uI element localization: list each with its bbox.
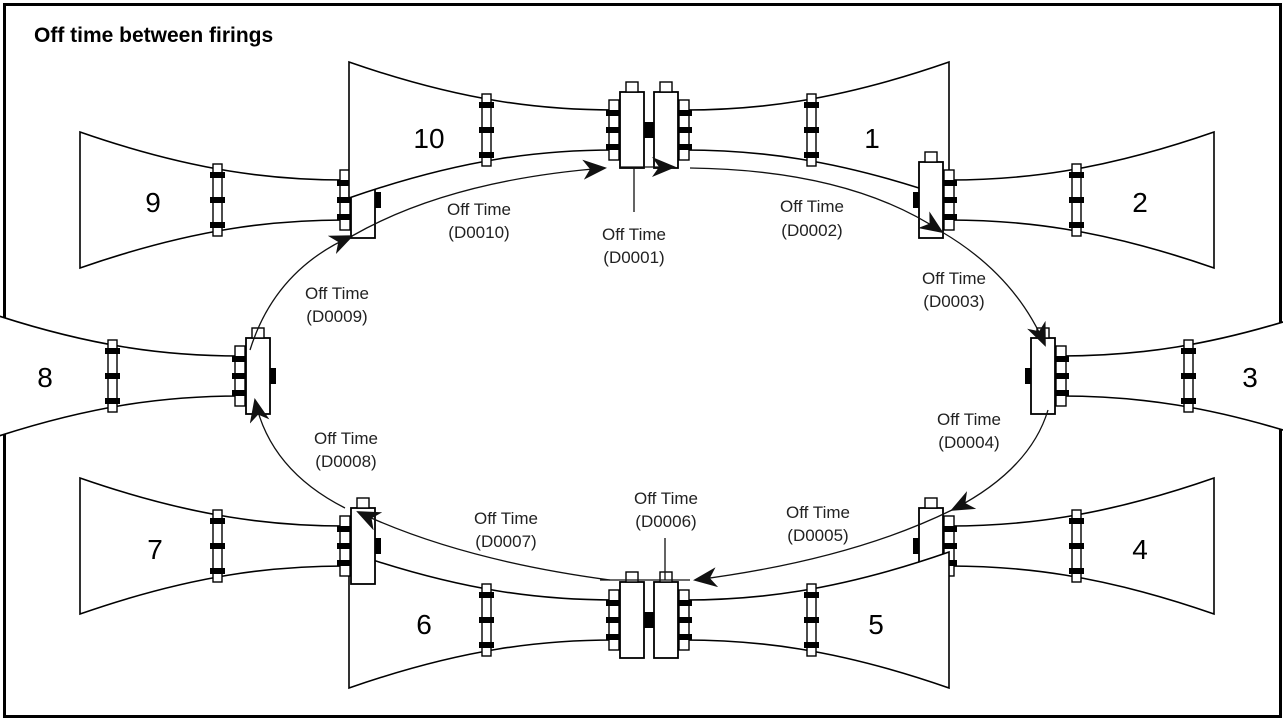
horn-unit-9 bbox=[79, 131, 382, 269]
horn-number-6: 6 bbox=[416, 609, 432, 640]
off-time-text: Off Time bbox=[922, 269, 986, 288]
off-time-label-d0001: Off Time (D0001) bbox=[602, 225, 666, 267]
off-time-label-d0004: Off Time (D0004) bbox=[937, 410, 1001, 452]
off-time-text: Off Time bbox=[786, 503, 850, 522]
arc-4-to-5 bbox=[693, 509, 953, 588]
arc-3-to-4 bbox=[950, 409, 1049, 511]
arc-8-to-9 bbox=[249, 235, 354, 351]
horn-unit-6 bbox=[348, 551, 651, 689]
horn-unit-10 bbox=[348, 61, 651, 199]
horn-number-8: 8 bbox=[37, 362, 53, 393]
off-time-register: (D0007) bbox=[475, 532, 536, 551]
off-time-register: (D0008) bbox=[315, 452, 376, 471]
off-time-text: Off Time bbox=[314, 429, 378, 448]
horn-unit-4 bbox=[912, 477, 1215, 615]
horn-number-5: 5 bbox=[868, 609, 884, 640]
horn-units bbox=[0, 61, 1283, 689]
off-time-register: (D0001) bbox=[603, 248, 664, 267]
off-time-register: (D0005) bbox=[787, 526, 848, 545]
off-time-text: Off Time bbox=[602, 225, 666, 244]
horn-unit-2 bbox=[912, 131, 1215, 269]
off-time-label-d0008: Off Time (D0008) bbox=[314, 429, 378, 471]
off-time-register: (D0009) bbox=[306, 307, 367, 326]
arc-7-to-8 bbox=[249, 398, 346, 509]
off-time-text: Off Time bbox=[447, 200, 511, 219]
horn-unit-7 bbox=[79, 477, 382, 615]
arc-9-to-10 bbox=[351, 159, 607, 237]
arc-1-to-2 bbox=[689, 167, 944, 234]
off-time-label-d0009: Off Time (D0009) bbox=[305, 284, 369, 326]
off-time-register: (D0006) bbox=[635, 512, 696, 531]
off-time-register: (D0010) bbox=[448, 223, 509, 242]
off-time-label-d0003: Off Time (D0003) bbox=[922, 269, 986, 311]
off-time-label-d0002: Off Time (D0002) bbox=[780, 197, 844, 240]
off-time-register: (D0002) bbox=[781, 221, 842, 240]
off-time-label-d0005: Off Time (D0005) bbox=[786, 503, 850, 545]
off-time-text: Off Time bbox=[937, 410, 1001, 429]
off-time-labels: Off Time (D0001) Off Time (D0002) Off Ti… bbox=[305, 197, 1001, 551]
off-time-text: Off Time bbox=[474, 509, 538, 528]
off-time-text: Off Time bbox=[634, 489, 698, 508]
off-time-register: (D0004) bbox=[938, 433, 999, 452]
arc-6-to-7 bbox=[356, 511, 611, 581]
horn-number-2: 2 bbox=[1132, 187, 1148, 218]
diagram-title: Off time between firings bbox=[34, 24, 274, 47]
off-time-label-d0007: Off Time (D0007) bbox=[474, 509, 538, 551]
horn-number-10: 10 bbox=[413, 123, 444, 154]
horn-number-1: 1 bbox=[864, 123, 880, 154]
off-time-text: Off Time bbox=[780, 197, 844, 216]
off-time-register: (D0003) bbox=[923, 292, 984, 311]
horn-number-3: 3 bbox=[1242, 362, 1258, 393]
horn-numbers: 1 2 3 4 5 6 7 8 9 10 bbox=[37, 123, 1258, 640]
firing-sequence-arcs bbox=[249, 157, 1049, 588]
off-time-text: Off Time bbox=[305, 284, 369, 303]
horn-number-7: 7 bbox=[147, 534, 163, 565]
off-time-label-d0006: Off Time (D0006) bbox=[634, 489, 698, 531]
horn-number-4: 4 bbox=[1132, 534, 1148, 565]
horn-number-9: 9 bbox=[145, 187, 161, 218]
arc-2-to-3 bbox=[941, 231, 1046, 347]
off-time-label-d0010: Off Time (D0010) bbox=[447, 200, 511, 242]
horn-unit-5 bbox=[647, 551, 950, 689]
